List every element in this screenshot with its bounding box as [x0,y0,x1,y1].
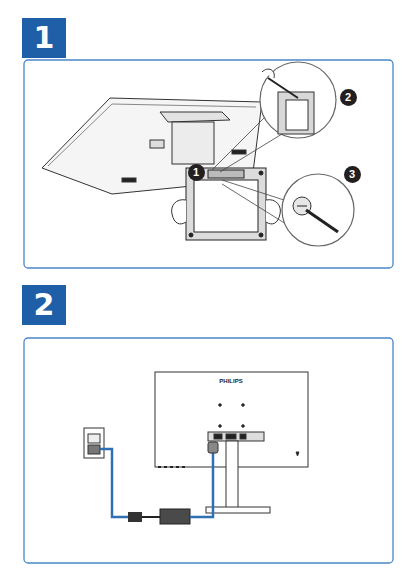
callout-circle: 1 [188,164,205,181]
screwdriver [268,78,298,98]
left-hand [172,200,186,224]
stand-neck [160,112,230,164]
callout-number: 2 [345,92,351,103]
bracket-window [194,180,258,232]
plug [88,445,100,454]
port [240,434,246,439]
connector [128,512,142,522]
vent [158,466,186,468]
neck [172,122,214,164]
cable [190,452,213,517]
screwdriver [306,210,338,232]
port [214,434,222,439]
detail-circle [260,62,336,138]
detail-circle [282,174,354,246]
screw-hole [259,233,263,237]
step-number: 2 [34,290,55,320]
magnifier-top [260,62,336,138]
power-cable [100,442,218,524]
dc-plug [208,442,218,453]
step-panel [24,338,393,563]
leader-line [212,118,264,170]
step-number-box: 2 [22,285,66,325]
callout-circle: 2 [340,89,357,106]
bracket-detail [286,100,308,130]
hand [262,69,274,78]
lock-symbol [296,452,299,456]
vent [122,178,136,182]
neck-top [160,112,230,122]
port-strip [208,432,264,441]
leader-line [222,184,286,224]
port [226,434,236,439]
socket [88,434,100,443]
power-adapter [160,509,190,524]
callout-number: 3 [349,169,355,180]
vesa-dot [219,404,222,407]
right-hand [266,200,280,224]
step-panel [24,60,393,268]
cable [142,516,160,518]
hands [172,200,281,224]
vesa-dot [242,425,245,428]
leader-line [220,134,282,172]
stand-neck [226,441,238,508]
leader-lines [212,118,286,224]
vent [232,150,246,154]
outlet-plate [84,428,104,458]
wall-outlet [84,428,104,458]
vesa-dot [219,425,222,428]
screw-hole [259,171,263,175]
port [150,140,164,148]
stand [206,441,270,513]
brand-logo: PHILIPS [219,378,242,384]
step-number-box: 1 [22,18,66,58]
bracket-detail [278,92,314,134]
screw-hole [189,233,193,237]
vesa-dot [242,404,245,407]
latch [208,170,244,178]
magnifier-bottom [282,174,354,246]
screw-slot [297,206,307,207]
callout-number: 1 [193,167,199,178]
step-number: 1 [34,23,55,53]
stand-base [206,507,270,513]
cable [100,449,128,517]
callout-circle: 3 [344,166,361,183]
